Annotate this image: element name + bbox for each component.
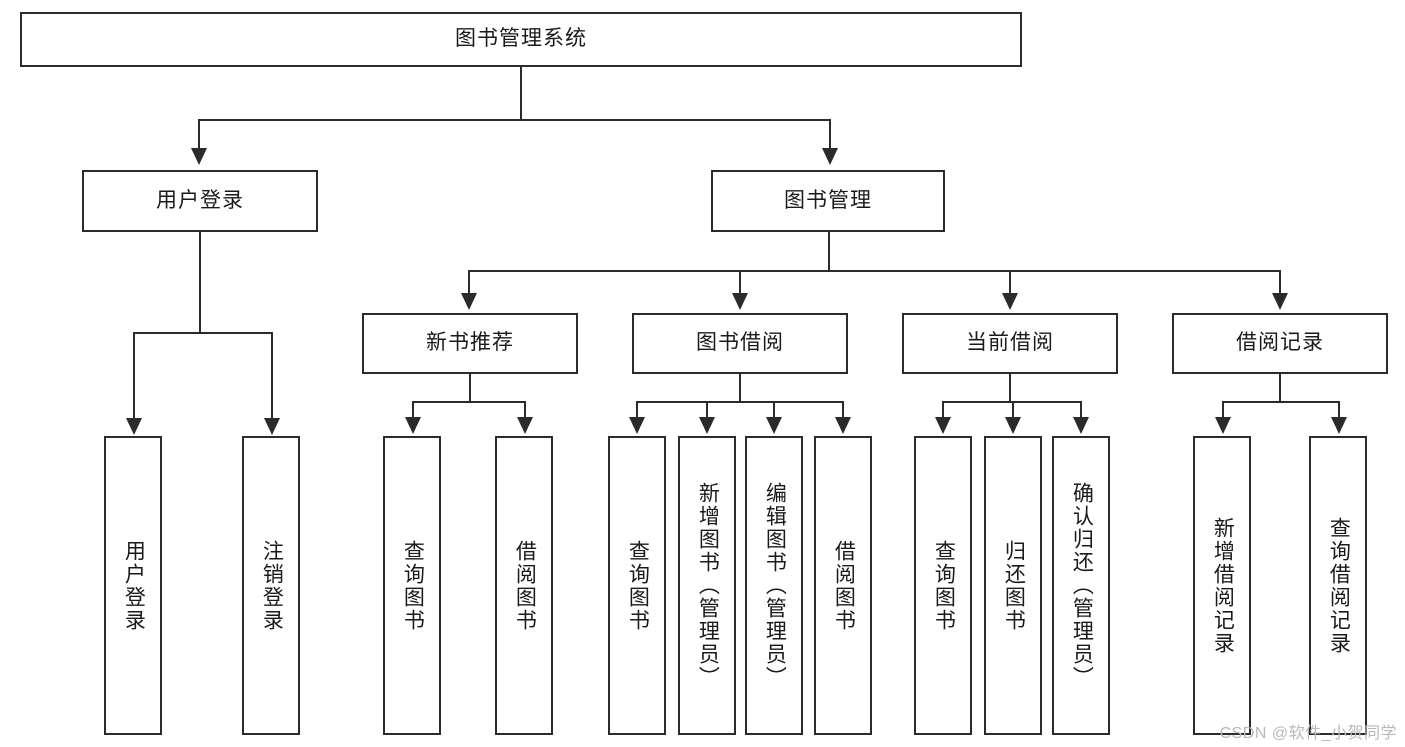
node-leaf-confirm-return[interactable]: 确认归还（管理员） [1052, 436, 1110, 735]
node-label: 新书推荐 [426, 331, 514, 355]
connector-current-borrow-stem [1009, 374, 1011, 402]
connector-drop-leaf-logout [271, 332, 273, 420]
connector-drop-borrow-book-1 [524, 401, 526, 419]
connector-drop-query-book-3 [942, 401, 944, 419]
arrowhead-book-borrow [732, 293, 748, 310]
arrowhead-query-book-2 [629, 417, 645, 434]
connector-level3-bus [468, 270, 1280, 272]
arrowhead-user-login [191, 148, 207, 165]
node-label: 查询借阅记录 [1327, 516, 1351, 655]
connector-user-login-stem [199, 232, 201, 333]
connector-drop-leaf-user-login [133, 332, 135, 420]
connector-borrow-record-bus [1222, 401, 1340, 403]
connector-drop-return-book [1012, 401, 1014, 419]
node-book-borrow[interactable]: 图书借阅 [632, 313, 848, 374]
connector-user-login-bus [133, 332, 273, 334]
node-user-login[interactable]: 用户登录 [82, 170, 318, 232]
node-label: 借阅图书 [513, 539, 537, 632]
node-book-management[interactable]: 图书管理 [711, 170, 945, 232]
node-label: 归还图书 [1002, 539, 1026, 632]
node-label: 借阅图书 [832, 539, 856, 632]
connector-drop-query-book-2 [636, 401, 638, 419]
node-label: 图书管理系统 [455, 27, 587, 51]
arrowhead-query-book-1 [405, 417, 421, 434]
node-leaf-return-book[interactable]: 归还图书 [984, 436, 1042, 735]
connector-drop-edit-book [773, 401, 775, 419]
connector-drop-borrow-book-2 [842, 401, 844, 419]
connector-drop-query-record [1338, 401, 1340, 419]
connector-drop-add-record [1222, 401, 1224, 419]
node-label: 用户登录 [122, 539, 146, 632]
arrowhead-current-borrow [1002, 293, 1018, 310]
node-root-book-management-system[interactable]: 图书管理系统 [20, 12, 1022, 67]
node-leaf-borrow-book-1[interactable]: 借阅图书 [495, 436, 553, 735]
arrowhead-edit-book [766, 417, 782, 434]
connector-level2-bus [198, 119, 831, 121]
node-label: 查询图书 [626, 539, 650, 632]
node-label: 确认归还（管理员） [1070, 482, 1094, 689]
connector-drop-confirm-return [1080, 401, 1082, 419]
node-borrow-record[interactable]: 借阅记录 [1172, 313, 1388, 374]
arrowhead-leaf-user-login [126, 418, 142, 435]
node-leaf-query-book-3[interactable]: 查询图书 [914, 436, 972, 735]
arrowhead-confirm-return [1073, 417, 1089, 434]
node-label: 编辑图书（管理员） [763, 482, 787, 689]
arrowhead-query-book-3 [935, 417, 951, 434]
connector-new-book-recommend-stem [469, 374, 471, 402]
node-leaf-query-record[interactable]: 查询借阅记录 [1309, 436, 1367, 735]
node-leaf-add-book[interactable]: 新增图书（管理员） [678, 436, 736, 735]
connector-drop-borrow-record [1279, 270, 1281, 295]
connector-drop-book-management [829, 119, 831, 149]
node-current-borrow[interactable]: 当前借阅 [902, 313, 1118, 374]
node-leaf-user-login[interactable]: 用户登录 [104, 436, 162, 735]
node-leaf-borrow-book-2[interactable]: 借阅图书 [814, 436, 872, 735]
arrowhead-borrow-book-2 [835, 417, 851, 434]
node-label: 查询图书 [932, 539, 956, 632]
node-label: 用户登录 [156, 188, 244, 212]
node-label: 图书管理 [784, 188, 872, 212]
arrowhead-borrow-book-1 [517, 417, 533, 434]
connector-book-management-stem [828, 232, 830, 271]
connector-new-book-recommend-bus [412, 401, 526, 403]
node-label: 借阅记录 [1236, 331, 1324, 355]
arrowhead-add-book [699, 417, 715, 434]
connector-book-borrow-stem [739, 374, 741, 402]
node-label: 查询图书 [401, 539, 425, 632]
arrowhead-new-book-recommend [461, 293, 477, 310]
arrowhead-book-management [822, 148, 838, 165]
connector-drop-new-book-recommend [468, 270, 470, 295]
connector-borrow-record-stem [1279, 374, 1281, 402]
arrowhead-add-record [1215, 417, 1231, 434]
node-label: 当前借阅 [966, 331, 1054, 355]
node-new-book-recommend[interactable]: 新书推荐 [362, 313, 578, 374]
arrowhead-leaf-logout [264, 418, 280, 435]
connector-drop-current-borrow [1009, 270, 1011, 295]
node-leaf-logout[interactable]: 注销登录 [242, 436, 300, 735]
connector-book-borrow-bus [636, 401, 844, 403]
node-label: 新增图书（管理员） [696, 482, 720, 689]
node-label: 注销登录 [260, 539, 284, 632]
node-label: 新增借阅记录 [1211, 516, 1235, 655]
node-leaf-query-book-2[interactable]: 查询图书 [608, 436, 666, 735]
connector-drop-user-login [198, 119, 200, 149]
arrowhead-query-record [1331, 417, 1347, 434]
connector-drop-add-book [706, 401, 708, 419]
arrowhead-return-book [1005, 417, 1021, 434]
node-label: 图书借阅 [696, 331, 784, 355]
node-leaf-add-record[interactable]: 新增借阅记录 [1193, 436, 1251, 735]
connector-drop-book-borrow [739, 270, 741, 295]
arrowhead-borrow-record [1272, 293, 1288, 310]
node-leaf-query-book-1[interactable]: 查询图书 [383, 436, 441, 735]
connector-drop-query-book-1 [412, 401, 414, 419]
connector-root-stem [520, 67, 522, 120]
node-leaf-edit-book[interactable]: 编辑图书（管理员） [745, 436, 803, 735]
